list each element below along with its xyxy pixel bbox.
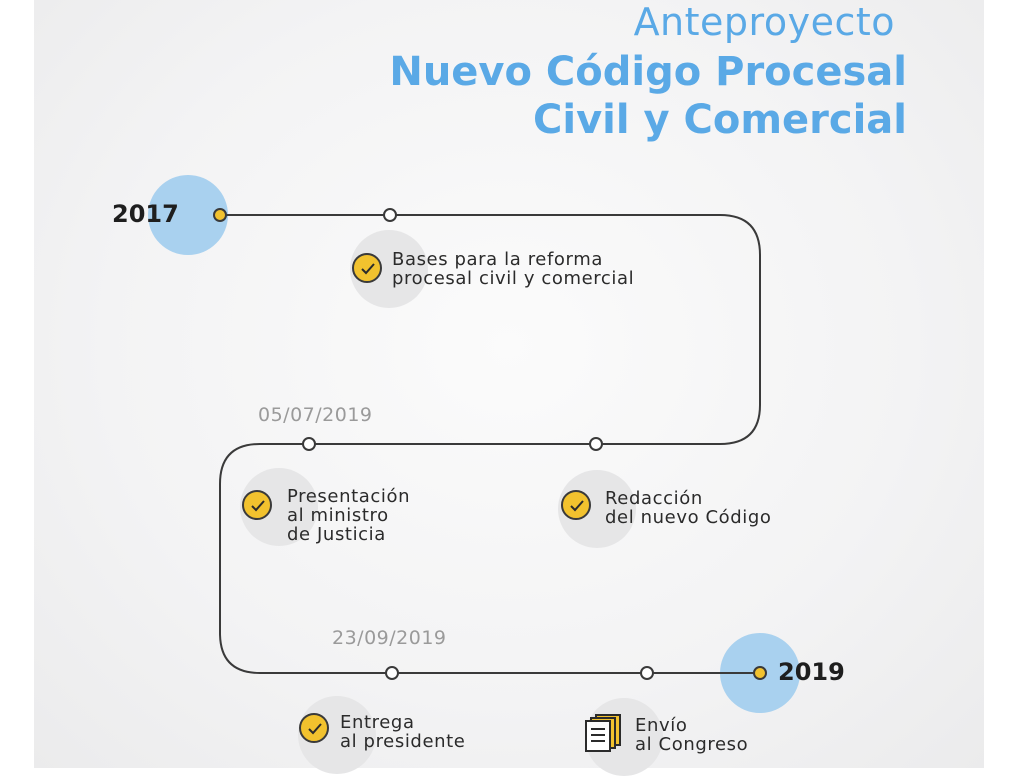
timeline-node-2 bbox=[589, 437, 603, 451]
year-start: 2017 bbox=[112, 200, 179, 228]
milestone-line: Redacción bbox=[605, 488, 703, 509]
milestone-entrega: Entrega al presidente bbox=[340, 713, 465, 751]
header-title-line2: Civil y Comercial bbox=[533, 97, 907, 143]
timeline-node-3 bbox=[302, 437, 316, 451]
check-icon bbox=[299, 713, 329, 743]
milestone-line: al Congreso bbox=[635, 734, 749, 755]
date-label-1: 05/07/2019 bbox=[258, 404, 373, 426]
check-icon bbox=[242, 490, 272, 520]
milestone-line: al presidente bbox=[340, 731, 466, 752]
header-title-line1: Nuevo Código Procesal bbox=[389, 49, 907, 95]
header-subtitle: Anteproyecto bbox=[633, 0, 895, 44]
milestone-redaccion: Redacción del nuevo Código bbox=[605, 489, 772, 527]
milestone-line: Entrega bbox=[340, 712, 415, 733]
milestone-line: al ministro bbox=[287, 505, 389, 526]
check-icon bbox=[352, 253, 382, 283]
timeline-path bbox=[219, 214, 761, 674]
milestone-line: Envío bbox=[635, 715, 688, 736]
year-end: 2019 bbox=[778, 658, 845, 686]
milestone-presentacion: Presentación al ministro de Justicia bbox=[287, 487, 410, 544]
milestone-line: procesal civil y comercial bbox=[392, 268, 635, 289]
milestone-line: Presentación bbox=[287, 486, 411, 507]
milestone-line: Bases para la reforma bbox=[392, 249, 603, 270]
timeline-node-5 bbox=[640, 666, 654, 680]
timeline-node-end bbox=[753, 666, 767, 680]
background-panel bbox=[34, 0, 984, 768]
check-icon bbox=[561, 490, 591, 520]
milestone-line: de Justicia bbox=[287, 524, 386, 545]
milestone-bases: Bases para la reforma procesal civil y c… bbox=[392, 250, 634, 288]
timeline-node-1 bbox=[383, 208, 397, 222]
timeline-node-start bbox=[213, 208, 227, 222]
documents-icon bbox=[585, 714, 621, 752]
year-circle-start bbox=[148, 175, 228, 255]
timeline-node-4 bbox=[385, 666, 399, 680]
milestone-line: del nuevo Código bbox=[605, 507, 772, 528]
milestone-envio: Envío al Congreso bbox=[635, 716, 748, 754]
date-label-2: 23/09/2019 bbox=[332, 627, 447, 649]
